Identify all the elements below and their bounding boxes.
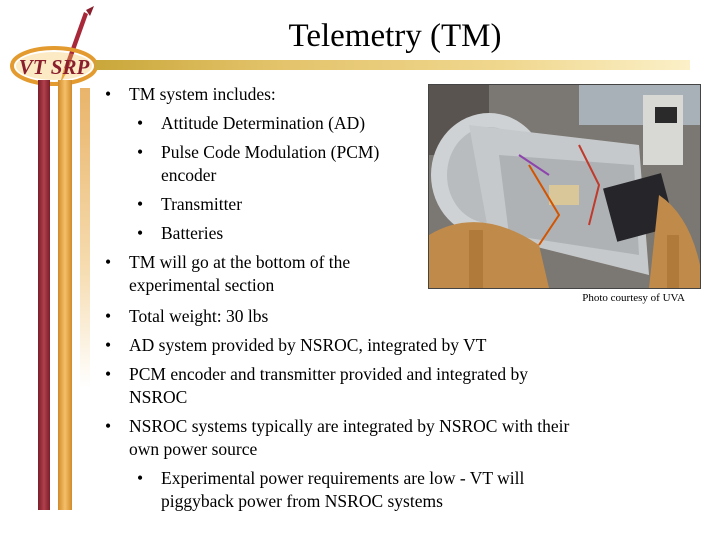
bullet-item: • PCM encoder and transmitter provided an… [105, 363, 528, 409]
bullet-line: NSROC [129, 387, 188, 407]
telemetry-hardware-photo [428, 84, 701, 289]
bullet-glyph: • [137, 468, 144, 488]
sub-bullet-item: • Experimental power requirements are low… [137, 467, 525, 513]
bullet-glyph: • [105, 252, 112, 272]
logo-text: VT SRP [19, 55, 90, 79]
bullet-glyph: • [137, 194, 144, 214]
bullet-item: • NSROC systems typically are integrated … [105, 415, 570, 461]
sub-bullet-item: • Transmitter [137, 193, 243, 216]
bullet-glyph: • [105, 364, 112, 384]
bullet-glyph: • [137, 142, 144, 162]
decorative-bar-gold [58, 80, 72, 510]
bullet-glyph: • [105, 306, 112, 326]
bullet-item: • AD system provided by NSROC, integrated… [105, 334, 487, 357]
bullet-line: Transmitter [161, 194, 243, 214]
bullet-line: piggyback power from NSROC systems [161, 491, 443, 511]
bullet-line: Total weight: 30 lbs [129, 306, 269, 326]
sub-bullet-item: • Batteries [137, 222, 224, 245]
bullet-glyph: • [105, 416, 112, 436]
title-underline-bar [95, 60, 690, 70]
sub-bullet-item: • Attitude Determination (AD) [137, 112, 366, 135]
bullet-line: encoder [161, 165, 217, 185]
bullet-line: Batteries [161, 223, 224, 243]
bullet-line: experimental section [129, 275, 275, 295]
bullet-glyph: • [105, 335, 112, 355]
photo-caption: Photo courtesy of UVA [582, 292, 685, 304]
bullet-item: • TM will go at the bottom of the experime… [105, 251, 351, 297]
bullet-line: TM system includes: [129, 84, 276, 104]
bullet-line: PCM encoder and transmitter provided and… [129, 364, 528, 384]
bullet-line: own power source [129, 439, 258, 459]
bullet-glyph: • [105, 84, 112, 104]
bullet-line: NSROC systems typically are integrated b… [129, 416, 570, 436]
bullet-line: Experimental power requirements are low … [161, 468, 525, 488]
vt-srp-logo: VT SRP [10, 6, 98, 86]
bullet-glyph: • [137, 223, 144, 243]
bullet-line: AD system provided by NSROC, integrated … [129, 335, 487, 355]
bullet-item: • TM system includes: [105, 83, 276, 106]
decorative-bar-maroon [38, 80, 50, 510]
bullet-line: Attitude Determination (AD) [161, 113, 366, 133]
bullet-line: Pulse Code Modulation (PCM) [161, 142, 380, 162]
bullet-line: TM will go at the bottom of the [129, 252, 351, 272]
bullet-glyph: • [137, 113, 144, 133]
bullet-item: • Total weight: 30 lbs [105, 305, 269, 328]
sub-bullet-item: • Pulse Code Modulation (PCM) encoder [137, 141, 380, 187]
decorative-bar-tan [80, 88, 90, 388]
slide-title: Telemetry (TM) [288, 18, 502, 54]
hardware-photo-drawing [429, 85, 700, 288]
